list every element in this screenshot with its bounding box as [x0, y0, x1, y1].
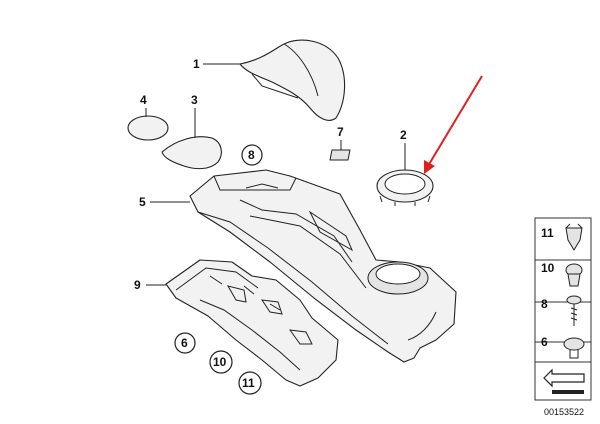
- push-nut-icon: [565, 223, 583, 251]
- legend-num-6: 6: [541, 335, 548, 349]
- callout-1: 1: [193, 57, 200, 71]
- callout-7: 7: [337, 125, 344, 139]
- part-7-clip: [329, 149, 351, 161]
- screw-icon: [566, 295, 582, 326]
- legend-row-8: [534, 301, 592, 343]
- callout-6: 6: [181, 336, 188, 350]
- callout-11: 11: [242, 376, 255, 390]
- callout-6-circle: [174, 332, 196, 354]
- callout-11-circle: [238, 371, 262, 395]
- part-9-bracket: [165, 259, 339, 387]
- part-2-ring: [376, 169, 434, 206]
- callout-5: 5: [139, 195, 146, 209]
- section-arrow-icon: [543, 368, 585, 394]
- callout-4: 4: [140, 93, 147, 107]
- clip-icon: [563, 337, 585, 359]
- diagram-code: 00153522: [544, 407, 584, 417]
- part-3-mat: [161, 136, 222, 170]
- expanding-nut-icon: [565, 263, 583, 287]
- highlight-arrow: [424, 75, 483, 174]
- legend-num-8: 8: [541, 297, 548, 311]
- callout-8-circle: [241, 144, 263, 166]
- callout-9: 9: [134, 278, 141, 292]
- callout-8: 8: [248, 148, 255, 162]
- part-1-cover: [239, 39, 346, 121]
- callout-10: 10: [213, 355, 227, 369]
- fastener-legend: 11 10 8 6: [534, 217, 592, 401]
- callout-2: 2: [400, 128, 407, 142]
- part-5-console: [189, 169, 457, 363]
- legend-num-10: 10: [541, 261, 555, 275]
- callout-3: 3: [191, 93, 198, 107]
- legend-row-10: [534, 259, 592, 303]
- callout-10-circle: [209, 350, 233, 374]
- legend-num-11: 11: [541, 226, 554, 240]
- legend-row-11: [534, 217, 592, 261]
- part-4-pad: [127, 115, 169, 141]
